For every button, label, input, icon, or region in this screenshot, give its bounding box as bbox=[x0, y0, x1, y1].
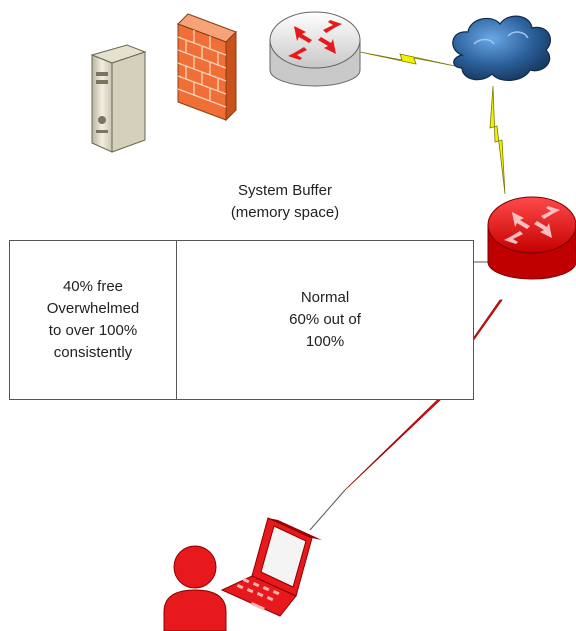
buffer-normal-cell: Normal 60% out of 100% bbox=[177, 241, 473, 399]
system-buffer-box: 40% free Overwhelmed to over 100% consis… bbox=[9, 240, 474, 400]
caption-line-1: System Buffer bbox=[238, 182, 332, 199]
normal-cell-line-2: 60% out of bbox=[289, 311, 361, 328]
server-icon bbox=[90, 44, 147, 153]
caption-line-2: (memory space) bbox=[230, 204, 340, 221]
router-icon bbox=[269, 11, 361, 87]
router-icon-red bbox=[487, 196, 576, 280]
cloud-icon bbox=[452, 15, 551, 81]
normal-cell-line-1: Normal bbox=[300, 289, 350, 306]
free-cell-line-3: to over 100% bbox=[48, 322, 138, 339]
lightning-bolt-yellow-right bbox=[489, 85, 506, 195]
laptop-link bbox=[309, 489, 346, 531]
laptop-icon bbox=[220, 517, 322, 617]
lightning-bolt-yellow-top bbox=[359, 51, 456, 67]
normal-cell-line-3: 100% bbox=[305, 333, 345, 350]
firewall-icon bbox=[177, 13, 237, 122]
free-cell-line-1: 40% free bbox=[62, 278, 124, 295]
buffer-free-cell: 40% free Overwhelmed to over 100% consis… bbox=[10, 241, 177, 399]
free-cell-line-2: Overwhelmed bbox=[46, 300, 140, 317]
user-icon bbox=[163, 545, 227, 631]
free-cell-line-4: consistently bbox=[53, 344, 133, 361]
system-buffer-caption: System Buffer (memory space) bbox=[190, 180, 380, 224]
